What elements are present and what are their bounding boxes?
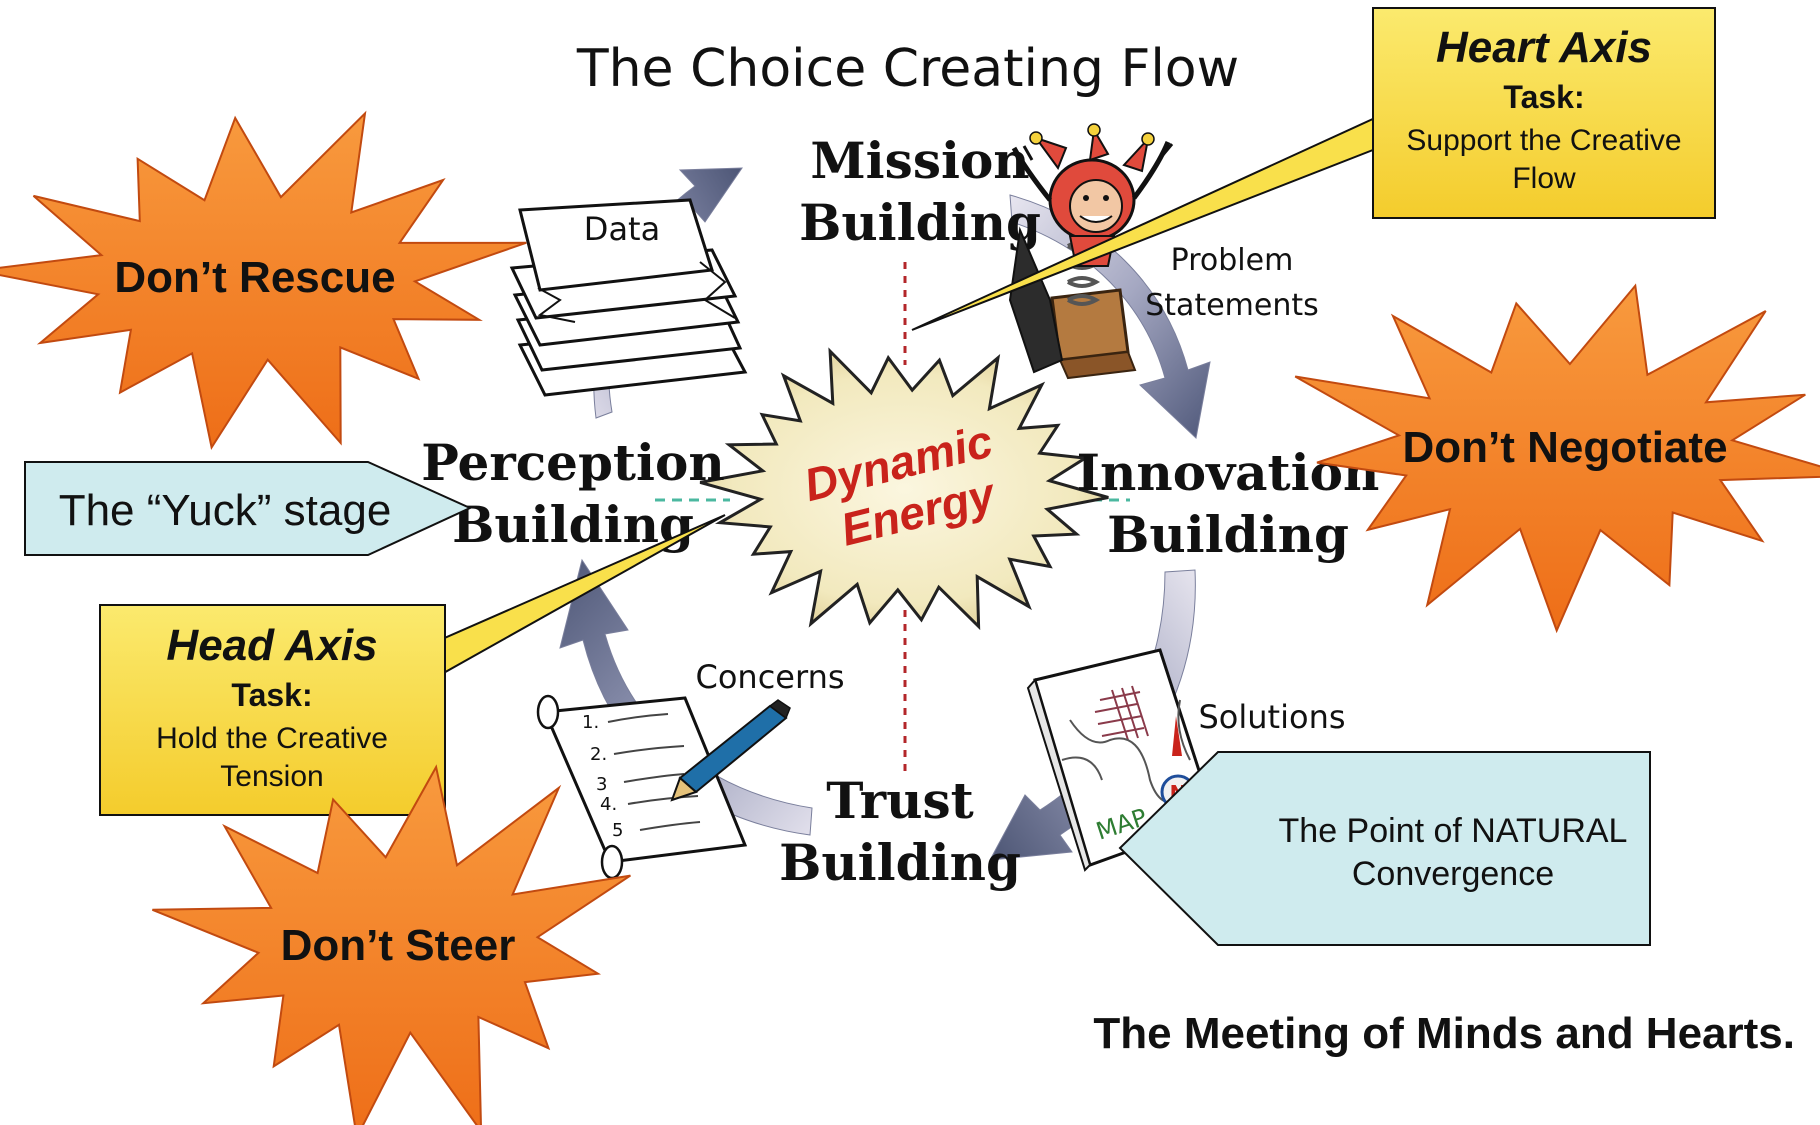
trust-building-line1: Trust: [826, 771, 974, 830]
heart-axis-title: Heart Axis: [1436, 23, 1652, 72]
dont-negotiate-starburst-shape: [1294, 283, 1820, 634]
heart-axis-callout-box: [1372, 7, 1716, 219]
dynamic-energy-burst-shape: [699, 347, 1109, 631]
checklist-number-5: 5: [612, 820, 623, 841]
dont-negotiate-label: Don’t Negotiate: [1402, 423, 1727, 472]
jester-box-illustration: [1008, 123, 1174, 380]
checklist-number-1: 1.: [582, 712, 599, 733]
natural-convergence-pointer: The Point of NATURAL Convergence: [1118, 751, 1651, 946]
problem-statements-line2: Statements: [1145, 288, 1319, 323]
concerns-label: Concerns: [695, 658, 844, 696]
yuck-stage-pointer: The “Yuck” stage: [24, 461, 473, 556]
trust-building-line2: Building: [779, 833, 1021, 892]
data-label: Data: [584, 210, 660, 248]
dont-negotiate-starburst: Don’t Negotiate: [1294, 283, 1820, 634]
dynamic-energy-burst: Dynamic Energy: [699, 347, 1109, 631]
footer-tagline: The Meeting of Minds and Hearts.: [1093, 1009, 1795, 1058]
head-axis-title: Head Axis: [166, 621, 377, 670]
dont-steer-label: Don’t Steer: [281, 921, 516, 970]
checklist-illustration: 1. 2. 3 4. 5: [536, 694, 791, 880]
mission-building-line1: Mission: [810, 131, 1029, 190]
head-axis-task-label: Task:: [231, 677, 312, 713]
solutions-label: Solutions: [1198, 698, 1345, 736]
dont-steer-starburst: Don’t Steer: [152, 764, 631, 1125]
head-axis-task-line1: Hold the Creative: [156, 722, 388, 755]
dont-rescue-label: Don’t Rescue: [114, 253, 395, 302]
dont-rescue-starburst: Don’t Rescue: [0, 110, 527, 451]
innovation-building-line2: Building: [1107, 505, 1349, 564]
heart-axis-task-line2: Flow: [1512, 162, 1576, 195]
perception-building-line2: Building: [452, 495, 694, 554]
heart-axis-task-label: Task:: [1503, 79, 1584, 115]
yuck-stage-pointer-shape: [24, 461, 473, 556]
dont-rescue-starburst-shape: [0, 110, 527, 451]
natural-convergence-pointer-shape: [1118, 751, 1651, 946]
head-axis-callout-box: [99, 604, 446, 816]
innovation-building-line1: Innovation: [1077, 443, 1380, 502]
dont-steer-starburst-shape: [152, 764, 631, 1125]
convergence-line1: The Point of NATURAL: [1279, 812, 1628, 850]
mission-building-line2: Building: [799, 193, 1041, 252]
checklist-number-3: 3: [596, 774, 607, 795]
head-axis-task-line2: Tension: [220, 760, 323, 793]
problem-statements-line1: Problem: [1171, 243, 1294, 278]
heart-axis-task-line1: Support the Creative: [1406, 124, 1681, 157]
yuck-stage-label: The “Yuck” stage: [59, 486, 392, 535]
heart-axis-callout: Heart Axis Task: Support the Creative Fl…: [1372, 7, 1716, 219]
data-papers-illustration: Data: [509, 198, 748, 397]
checklist-number-4: 4.: [600, 794, 617, 815]
diagram-title: The Choice Creating Flow: [576, 39, 1239, 99]
checklist-number-2: 2.: [590, 744, 607, 765]
head-axis-callout: Head Axis Task: Hold the Creative Tensio…: [99, 604, 446, 816]
perception-building-line1: Perception: [421, 433, 724, 492]
convergence-line2: Convergence: [1352, 855, 1554, 893]
